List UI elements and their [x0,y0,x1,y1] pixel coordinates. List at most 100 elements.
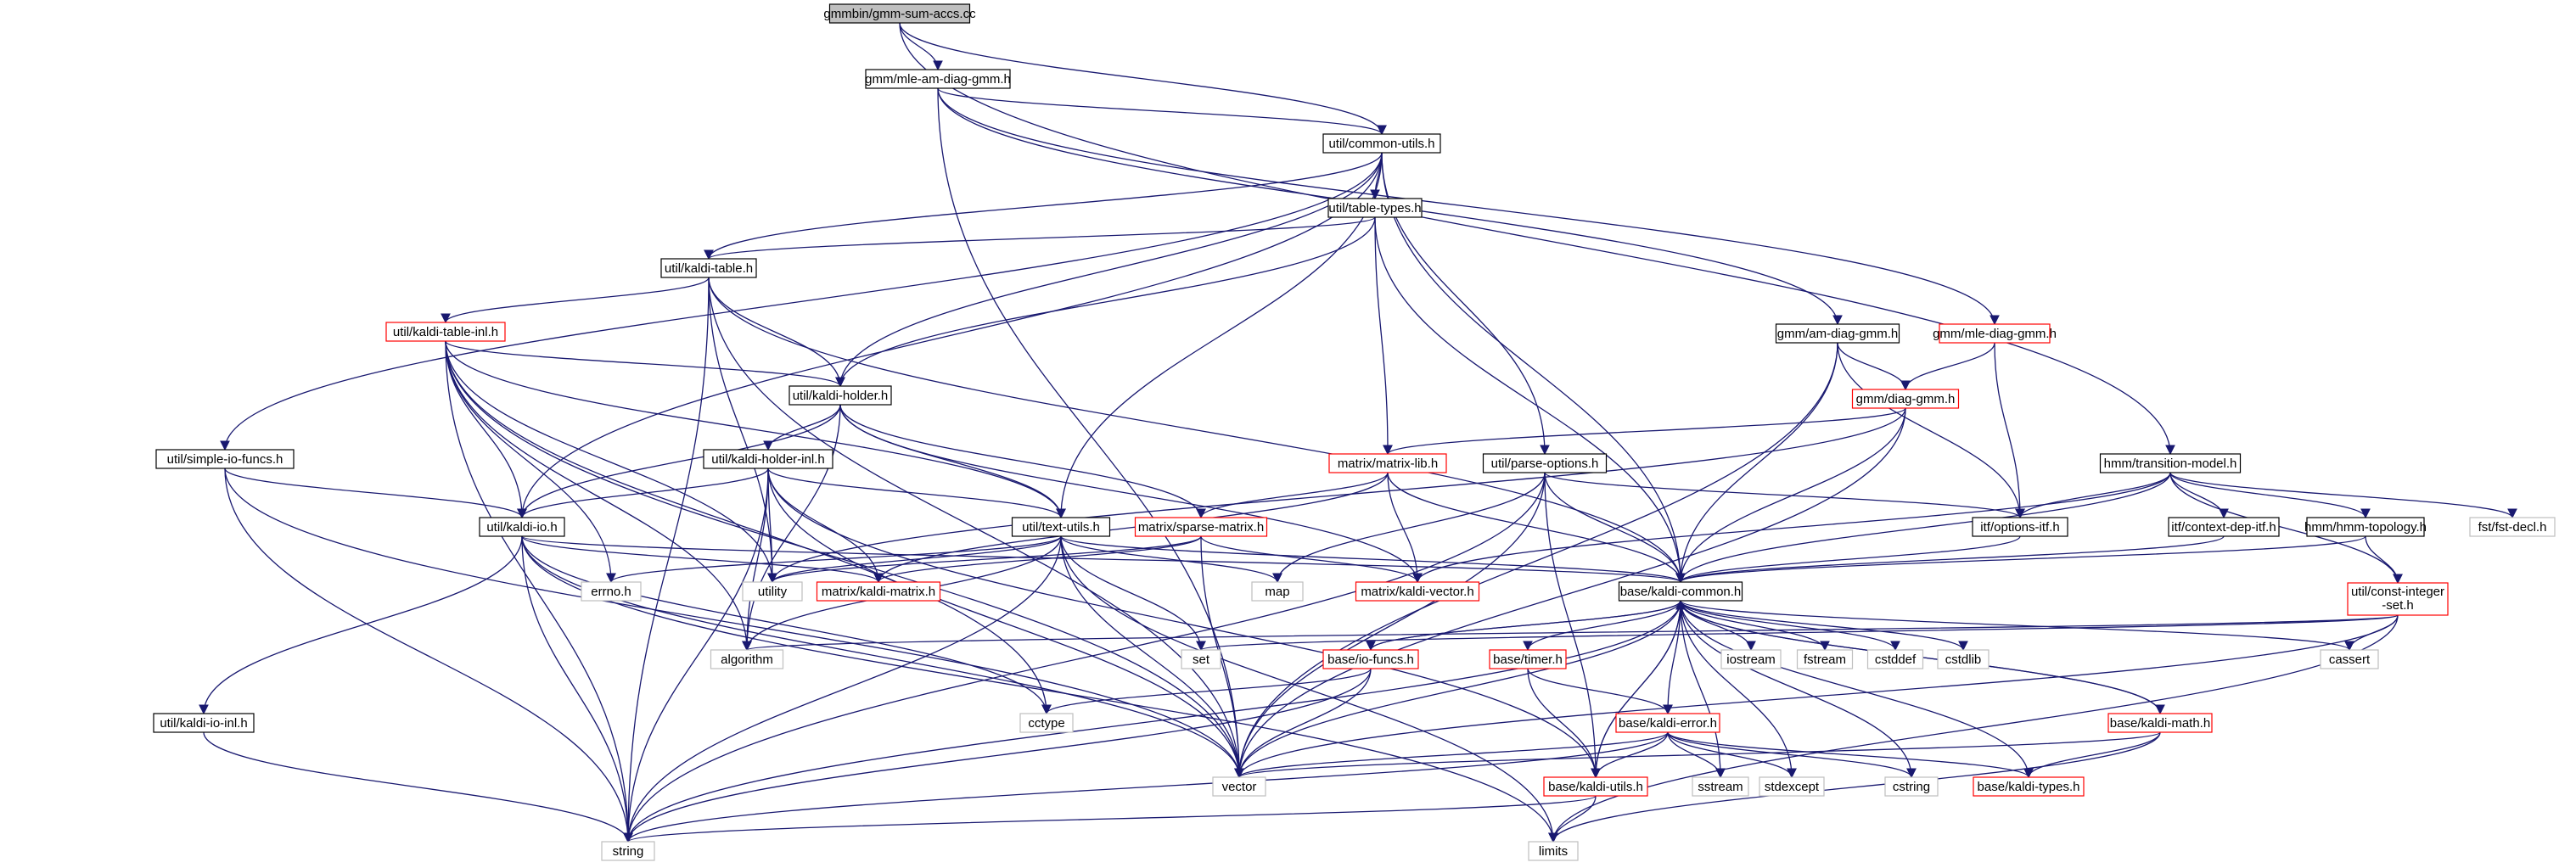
node-label: map [1265,585,1289,599]
edge-matrix_lib-to-kaldi_matrix [873,472,1389,584]
node-kaldi-io[interactable]: util/kaldi-io.h [479,517,565,537]
node-label: matrix/kaldi-vector.h [1361,585,1473,599]
node-kaldi-vector[interactable]: matrix/kaldi-vector.h [1355,581,1480,602]
node-box [2320,649,2379,669]
node-label: util/const-integer-set.h [2351,585,2444,613]
node-box [2107,713,2213,733]
node-kaldi-utils[interactable]: base/kaldi-utils.h [1543,776,1648,797]
node-mle-diag[interactable]: gmm/mle-diag-gmm.h [1933,323,2057,344]
edge-kaldi_holder-to-sparse_matrix [839,404,1206,519]
node-const-int-set[interactable]: util/const-integer-set.h [2347,582,2449,616]
node-label: iostream [1726,652,1776,667]
node-label: itf/options-itf.h [1980,520,2059,535]
edge-mle_am-to-mle_diag [937,87,2000,326]
node-box [1796,649,1854,669]
node-context-dep[interactable]: itf/context-dep-itf.h [2168,517,2280,537]
node-transition-model[interactable]: hmm/transition-model.h [2099,453,2242,473]
edge-common_utils-to-kaldi_common [1381,152,1686,584]
edge-am_diag-to-diag_gmm [1837,342,1911,391]
node-diag-gmm[interactable]: gmm/diag-gmm.h [1851,389,1960,409]
edge-kaldi_table_inl-to-cctype [445,340,1052,715]
edge-io_funcs-to-cctype [1041,668,1372,715]
edge-am_diag-to-vector [1234,342,1838,779]
edge-common_utils-to-kaldi_holder [835,152,1383,388]
node-kaldi-math[interactable]: base/kaldi-math.h [2107,713,2213,733]
edge-sparse_matrix-to-kaldi_matrix [873,535,1202,584]
node-box [1327,198,1423,218]
edge-common_utils-to-kaldi_table [704,152,1383,260]
node-parse-options[interactable]: util/parse-options.h [1482,453,1608,473]
edge-text_utils-to-vector [1060,535,1244,779]
edge-diag_gmm-to-vector [1234,407,1906,779]
node-kaldi-table-inl[interactable]: util/kaldi-table-inl.h [385,322,506,342]
node-box [1720,649,1782,669]
nodes-layer: gmmbin/gmm-sum-accs.ccgmm/mle-am-diag-gm… [153,3,2556,861]
node-kaldi-matrix[interactable]: matrix/kaldi-matrix.h [816,581,941,602]
node-hmm-topology[interactable]: hmm/hmm-topology.h [2304,517,2427,537]
edge-kaldi_holder-to-algorithm [742,404,841,652]
node-io-funcs[interactable]: base/io-funcs.h [1322,649,1419,669]
edge-kaldi_utils-to-kaldi_common [1595,599,1686,778]
node-label: cstddef [1875,652,1917,667]
node-box [1937,649,1990,669]
edge-text_utils-to-string [623,535,1062,843]
edge-table_types-to-matrix_lib [1374,216,1393,456]
node-label: util/kaldi-io.h [486,520,557,535]
node-am-diag[interactable]: gmm/am-diag-gmm.h [1775,323,1900,344]
edge-table_types-to-kaldi_holder [835,216,1376,388]
node-label: sstream [1698,780,1743,794]
node-box [1851,389,1960,409]
edge-kaldi_error-to-cstring [1667,731,1917,779]
node-label: util/kaldi-table.h [665,261,753,276]
edge-sparse_matrix-to-utility [767,535,1202,584]
edges-layer [199,22,2517,843]
node-mle-am[interactable]: gmm/mle-am-diag-gmm.h [865,69,1011,89]
edge-kaldi_common-to-stdexcept [1680,600,1797,779]
edge-table_types-to-kaldi_common [1374,216,1686,584]
node-kaldi-common[interactable]: base/kaldi-common.h [1618,581,1743,602]
edge-kaldi_table-to-utility [708,277,777,584]
node-map: map [1251,581,1304,602]
node-kaldi-table[interactable]: util/kaldi-table.h [660,258,757,278]
node-label: base/timer.h [1493,652,1563,667]
node-text-utils[interactable]: util/text-utils.h [1011,517,1111,537]
node-kaldi-error[interactable]: base/kaldi-error.h [1615,713,1720,733]
node-box [1972,517,2068,537]
edge-text_utils-to-map [1060,535,1282,584]
node-box [789,385,892,406]
node-kaldi-types[interactable]: base/kaldi-types.h [1973,776,2085,797]
node-box [1618,581,1743,602]
edge-kaldi_common-to-string [623,600,1681,843]
node-timer[interactable]: base/timer.h [1489,649,1567,669]
node-box [1322,133,1441,154]
node-kaldi-io-inl[interactable]: util/kaldi-io-inl.h [153,713,255,733]
edge-hmm_topology-to-const_int_set [2365,535,2403,585]
edge-transition_model-to-options_itf [2015,472,2171,519]
node-cstring: cstring [1884,776,1939,797]
edge-kaldi_table_inl-to-text_utils [445,340,1066,519]
edge-hmm_topology-to-kaldi_common [1675,535,2366,584]
node-kaldi-holder-inl[interactable]: util/kaldi-holder-inl.h [703,449,833,469]
edge-timer-to-kaldi_error [1527,668,1673,715]
node-box [1884,776,1939,797]
node-options-itf[interactable]: itf/options-itf.h [1972,517,2068,537]
node-simple-io[interactable]: util/simple-io-funcs.h [155,449,295,469]
node-sparse-matrix[interactable]: matrix/sparse-matrix.h [1134,517,1268,537]
edge-io_funcs-to-string [623,668,1372,843]
node-set: set [1181,649,1221,669]
node-label: cctype [1028,716,1064,731]
node-common-utils[interactable]: util/common-utils.h [1322,133,1441,154]
node-label: utility [758,585,788,599]
node-table-types[interactable]: util/table-types.h [1327,198,1423,218]
node-sstream: sstream [1692,776,1749,797]
edge-kaldi_io-to-cctype [521,535,1052,715]
node-label: base/kaldi-error.h [1619,716,1717,731]
edge-kaldi_holder-to-kaldi_vector [839,404,1423,584]
edge-timer-to-kaldi_utils [1527,668,1601,779]
node-kaldi-holder[interactable]: util/kaldi-holder.h [789,385,892,406]
node-label: util/common-utils.h [1328,137,1434,151]
node-label: util/kaldi-table-inl.h [393,325,498,339]
node-matrix-lib[interactable]: matrix/matrix-lib.h [1328,453,1447,473]
node-label: gmm/diag-gmm.h [1856,392,1956,406]
